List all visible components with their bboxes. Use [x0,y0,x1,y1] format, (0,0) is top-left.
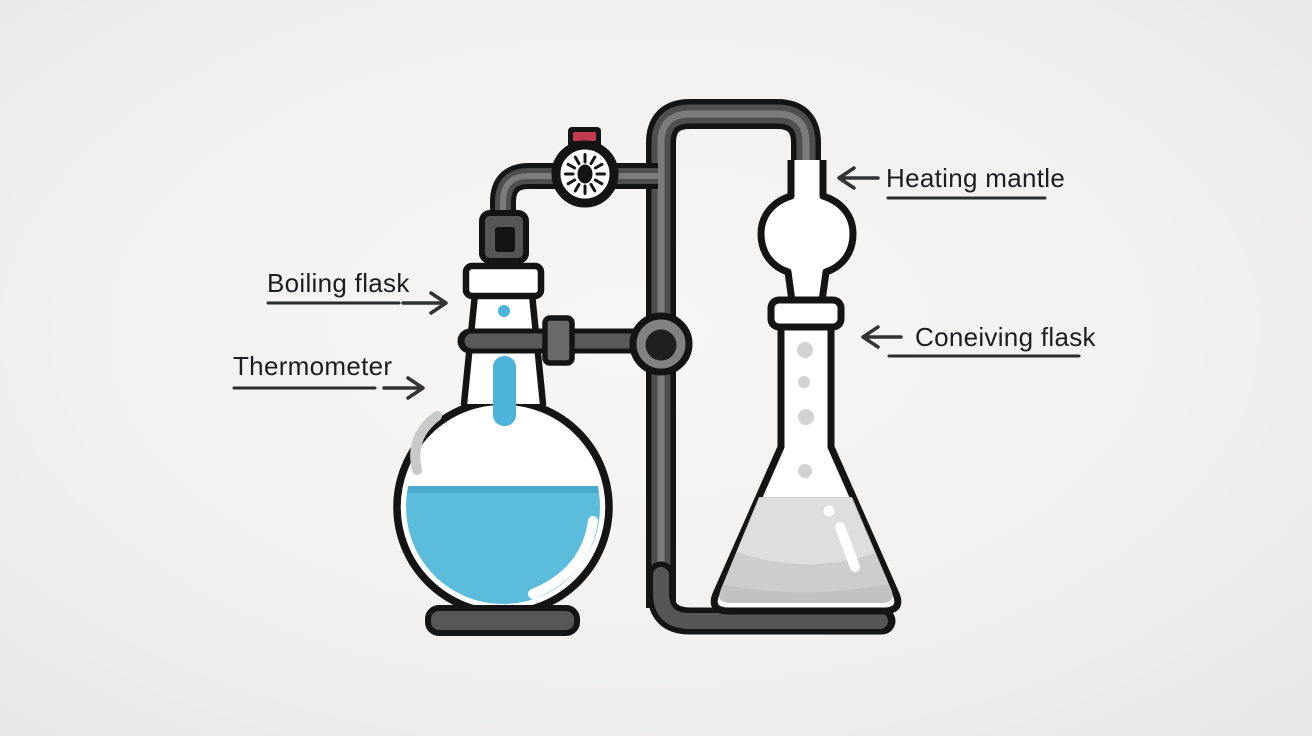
receiving-flask-label: Coneiving flask [915,322,1097,352]
thermometer-stem [493,356,516,426]
tube-clamp [542,315,575,366]
glass-highlight [410,411,442,475]
label-thermometer: Thermometer [232,351,425,400]
arrow-left-icon [861,325,903,349]
liquid-highlight [528,516,598,599]
crossover-tube [646,99,821,608]
label-boiling-flask: Boiling flask [266,268,448,315]
flask-stopper-cap [462,262,545,300]
boiling-flask [393,262,613,636]
receiving-flask-collar [767,296,845,331]
label-receiving-flask: Coneiving flask [861,322,1097,358]
temperature-gauge [551,127,619,208]
stand-joint [629,312,693,376]
label-heating-mantle: Heating mantle [837,163,1065,200]
gauge-tick-marks [564,153,606,195]
boiling-flask-label: Boiling flask [267,268,410,298]
receiving-flask [710,296,902,615]
stand-base-bar [647,561,896,635]
stand-tubing [490,99,896,635]
vapor-bubbles [797,342,814,478]
boiling-flask-base [425,605,580,636]
gauge-cap-red-indicator [573,132,596,141]
valve-fitting [479,210,529,270]
thermometer-bulb-dot [498,305,510,317]
heating-mantle-label: Heating mantle [886,163,1065,193]
arrow-right-icon [401,291,448,315]
thermometer-label: Thermometer [233,351,392,381]
arrow-left-icon [837,166,880,190]
side-arm-tube [457,315,663,366]
gauge-needle-hub [577,164,593,184]
receiving-flask-liquid [719,497,893,603]
gauge-tube [490,163,658,235]
annotations: Boiling flask Thermometer Heating mantle… [232,163,1097,400]
arrow-right-icon [382,376,425,400]
